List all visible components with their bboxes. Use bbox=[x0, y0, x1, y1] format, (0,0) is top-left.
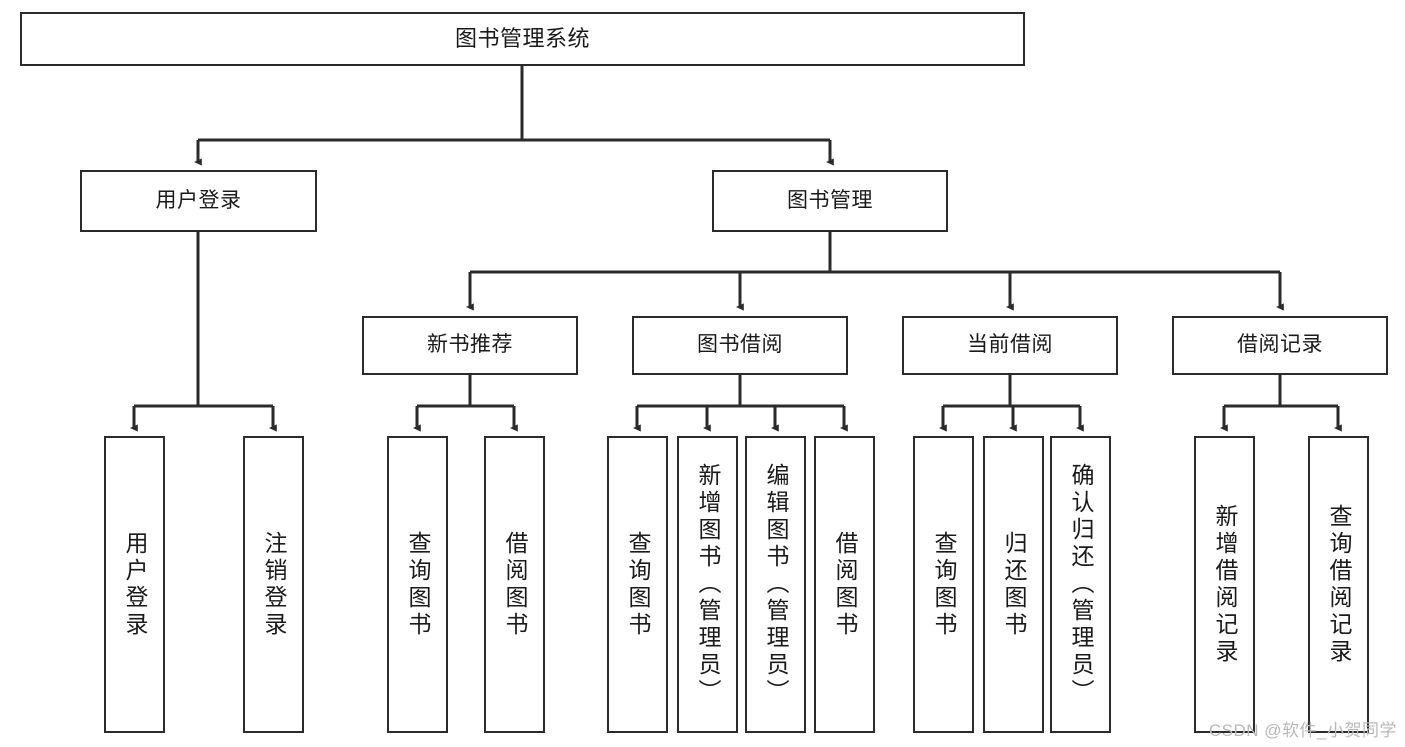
leaf-borrow-record-1[interactable]: 新增借阅记录 bbox=[1194, 436, 1255, 733]
leaf-label: 借阅图书 bbox=[832, 530, 858, 639]
node-borrow-record-label: 借阅记录 bbox=[1237, 333, 1323, 357]
node-user-login-label: 用户登录 bbox=[155, 188, 242, 212]
leaf-user-login-1[interactable]: 用户登录 bbox=[104, 436, 165, 733]
leaf-new-book-recommend-2[interactable]: 借阅图书 bbox=[484, 436, 545, 733]
leaf-current-borrow-3[interactable]: 确认归还（管理员） bbox=[1050, 436, 1111, 733]
node-current-borrow-label: 当前借阅 bbox=[967, 333, 1053, 357]
node-user-login[interactable]: 用户登录 bbox=[80, 170, 317, 232]
leaf-book-borrow-3[interactable]: 编辑图书（管理员） bbox=[745, 436, 806, 733]
leaf-label: 新增图书（管理员） bbox=[695, 463, 721, 706]
leaf-label: 查询借阅记录 bbox=[1326, 503, 1352, 666]
node-book-manage-label: 图书管理 bbox=[787, 188, 873, 212]
leaf-label: 新增借阅记录 bbox=[1212, 503, 1238, 666]
leaf-label: 编辑图书（管理员） bbox=[763, 463, 789, 706]
node-new-book-recommend-label: 新书推荐 bbox=[427, 333, 513, 357]
csdn-watermark: CSDN @软件_小贺同学 bbox=[1208, 721, 1397, 740]
node-book-borrow[interactable]: 图书借阅 bbox=[632, 316, 848, 375]
node-root-label: 图书管理系统 bbox=[454, 26, 590, 52]
leaf-label: 查询图书 bbox=[931, 530, 957, 639]
leaf-current-borrow-1[interactable]: 查询图书 bbox=[913, 436, 974, 733]
leaf-book-borrow-1[interactable]: 查询图书 bbox=[607, 436, 668, 733]
leaf-label: 查询图书 bbox=[625, 530, 651, 639]
leaf-borrow-record-2[interactable]: 查询借阅记录 bbox=[1308, 436, 1369, 733]
leaf-label: 查询图书 bbox=[405, 530, 431, 639]
node-borrow-record[interactable]: 借阅记录 bbox=[1172, 316, 1388, 375]
node-book-borrow-label: 图书借阅 bbox=[697, 333, 783, 357]
leaf-label: 注销登录 bbox=[261, 530, 287, 639]
leaf-current-borrow-2[interactable]: 归还图书 bbox=[983, 436, 1044, 733]
node-current-borrow[interactable]: 当前借阅 bbox=[902, 316, 1118, 375]
leaf-user-login-2[interactable]: 注销登录 bbox=[243, 436, 304, 733]
node-new-book-recommend[interactable]: 新书推荐 bbox=[362, 316, 578, 375]
leaf-book-borrow-2[interactable]: 新增图书（管理员） bbox=[677, 436, 738, 733]
node-book-manage[interactable]: 图书管理 bbox=[712, 170, 948, 232]
leaf-label: 归还图书 bbox=[1001, 530, 1027, 639]
leaf-label: 借阅图书 bbox=[502, 530, 528, 639]
node-root-system[interactable]: 图书管理系统 bbox=[20, 12, 1025, 66]
leaf-label: 确认归还（管理员） bbox=[1068, 463, 1094, 706]
leaf-book-borrow-4[interactable]: 借阅图书 bbox=[814, 436, 875, 733]
leaf-new-book-recommend-1[interactable]: 查询图书 bbox=[387, 436, 448, 733]
leaf-label: 用户登录 bbox=[122, 530, 148, 639]
